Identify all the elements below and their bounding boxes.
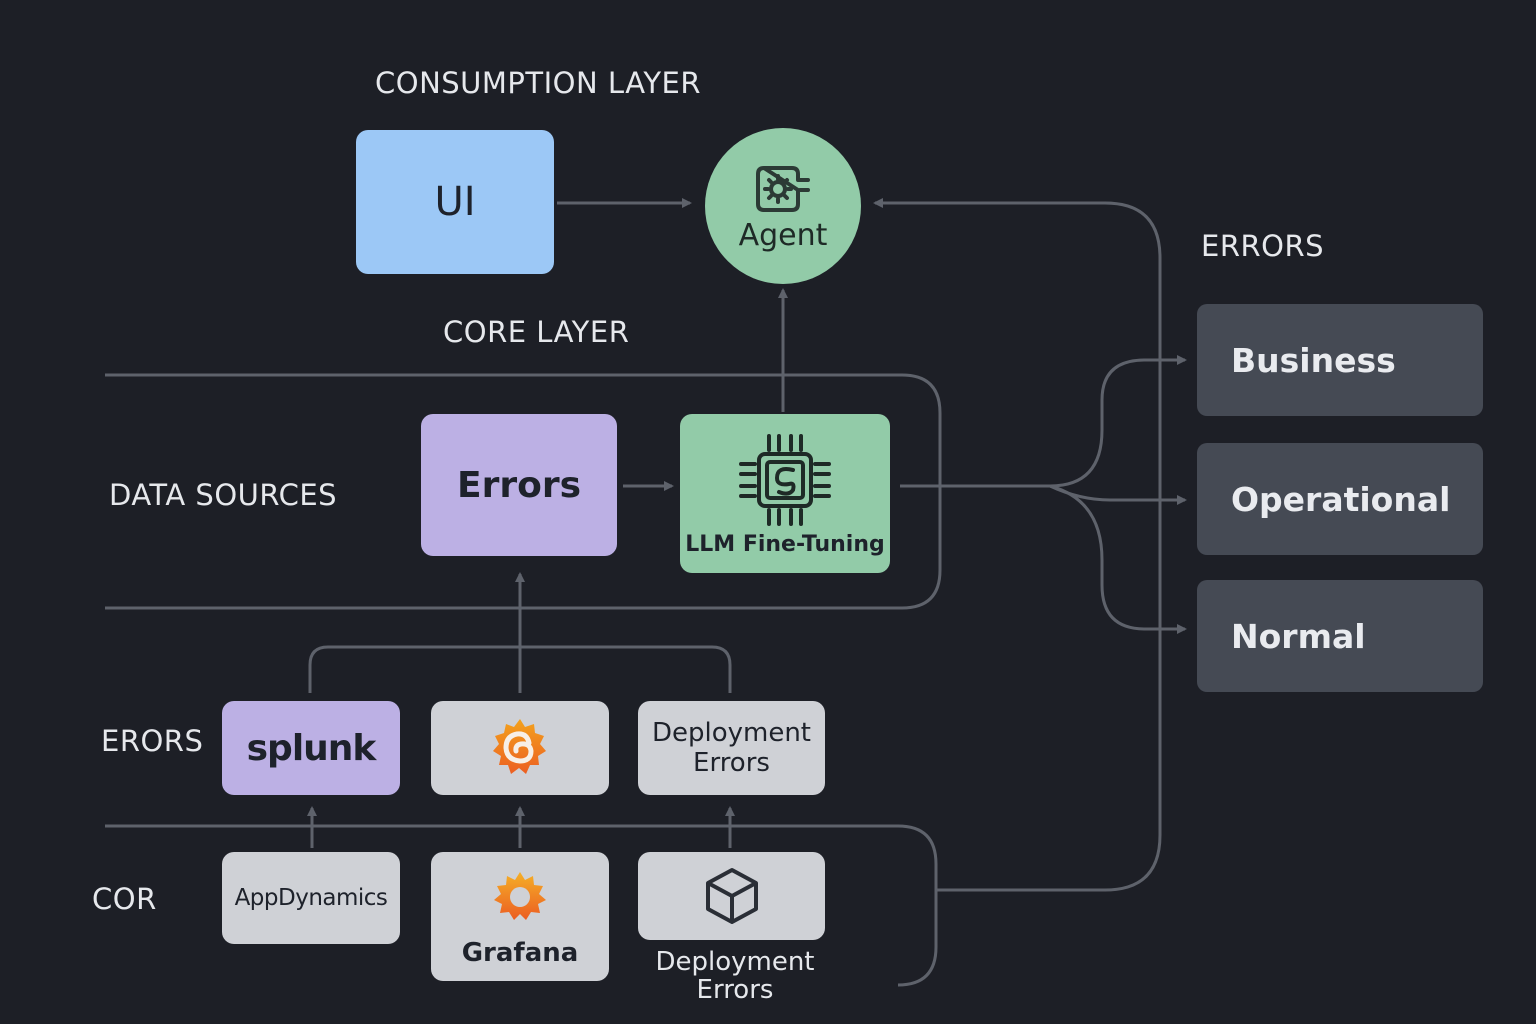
agent-node-label: Agent (738, 217, 828, 253)
data-sources-label: DATA SOURCES (109, 478, 338, 512)
errors-node[interactable]: Errors (421, 414, 617, 556)
grafana-swirl-node[interactable] (431, 701, 609, 795)
normal-label: Normal (1231, 616, 1366, 656)
chip-icon (739, 433, 831, 526)
appdynamics-node[interactable]: AppDynamics (222, 852, 400, 944)
erors-label: ERORS (101, 724, 204, 758)
grafana-gear-icon (494, 872, 546, 920)
appdynamics-label: AppDynamics (234, 885, 388, 911)
operational-category[interactable]: Operational (1197, 443, 1483, 555)
gear-plug-icon (756, 165, 810, 212)
normal-category[interactable]: Normal (1197, 580, 1483, 692)
business-label: Business (1231, 340, 1396, 380)
deployment-errors-bottom-caption: Deployment Errors (638, 948, 832, 1004)
deployment-errors-bottom-line1: Deployment (655, 947, 815, 977)
cube-icon (705, 868, 758, 924)
consumption-layer-label: CONSUMPTION LAYER (375, 66, 702, 100)
deployment-cube-node[interactable] (638, 852, 825, 940)
agent-node[interactable]: Agent (705, 128, 861, 284)
deployment-errors-bottom-line2: Errors (696, 975, 774, 1005)
splunk-logo-text: splunk (246, 727, 377, 769)
grafana-node[interactable]: Grafana (431, 852, 609, 981)
llm-fine-tuning-node[interactable]: LLM Fine-Tuning (680, 414, 890, 573)
llm-fine-tuning-label: LLM Fine-Tuning (685, 531, 885, 557)
grafana-label: Grafana (461, 938, 579, 968)
splunk-node[interactable]: splunk (222, 701, 400, 795)
errors-label: ERRORS (1201, 229, 1325, 263)
deployment-errors-line2: Errors (693, 748, 770, 778)
cor-label: COR (92, 882, 157, 916)
grafana-swirl-icon (493, 719, 546, 774)
business-category[interactable]: Business (1197, 304, 1483, 416)
deployment-errors-line1: Deployment (651, 718, 812, 748)
core-layer-label: CORE LAYER (443, 315, 630, 349)
operational-label: Operational (1231, 479, 1451, 519)
errors-node-label: Errors (456, 464, 581, 506)
deployment-errors-node[interactable]: Deployment Errors (638, 701, 825, 795)
ui-node[interactable]: UI (356, 130, 554, 274)
ui-node-label: UI (434, 179, 476, 225)
